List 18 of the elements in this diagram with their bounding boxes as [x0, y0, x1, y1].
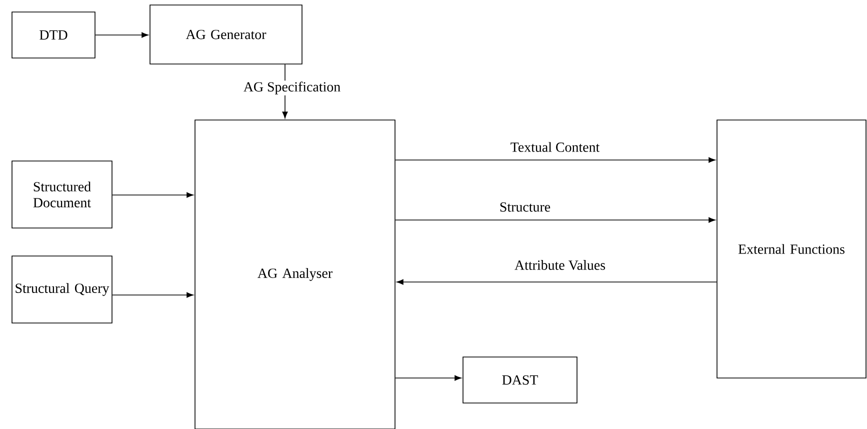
arrow — [396, 279, 717, 285]
process-box: AG Analyser — [194, 120, 396, 429]
edge-label: Textual Content — [509, 141, 601, 153]
arrow — [112, 292, 194, 298]
arrow — [95, 32, 148, 38]
edge-label: Structure — [498, 201, 552, 213]
process-box: DTD — [12, 12, 96, 58]
arrow — [395, 217, 716, 223]
process-box: AG Generator — [150, 4, 302, 64]
process-box: DAST — [462, 356, 578, 404]
edge-label: Attribute Values — [514, 259, 607, 271]
edge-label: AG Specification — [242, 80, 342, 96]
process-box: Structural Query — [12, 256, 112, 324]
arrow — [395, 375, 462, 381]
process-box: External Functions — [716, 120, 866, 378]
arrow — [112, 192, 194, 198]
process-box: Structured Document — [12, 160, 112, 228]
arrow — [395, 157, 716, 163]
